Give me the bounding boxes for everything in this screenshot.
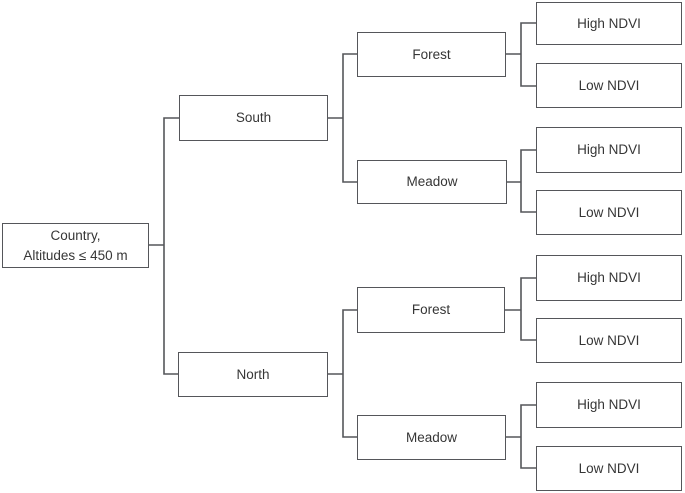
node-root: Country, Altitudes ≤ 450 m <box>2 223 149 268</box>
node-north-meadow-high-ndvi: High NDVI <box>536 382 682 428</box>
node-south-meadow-low-ndvi: Low NDVI <box>536 190 682 235</box>
node-south: South <box>179 95 328 141</box>
node-south-forest-high-ndvi: High NDVI <box>536 2 682 45</box>
node-north-forest: Forest <box>357 287 505 333</box>
node-north-meadow-low-ndvi: Low NDVI <box>536 446 682 491</box>
node-north-meadow: Meadow <box>357 415 506 460</box>
node-south-meadow-high-ndvi: High NDVI <box>536 127 682 173</box>
node-north: North <box>178 352 328 397</box>
node-root-label-line1: Country, <box>50 227 101 243</box>
node-root-label-line2: Altitudes ≤ 450 m <box>23 247 128 263</box>
node-north-forest-low-ndvi: Low NDVI <box>536 318 682 363</box>
node-south-forest-low-ndvi: Low NDVI <box>536 63 682 108</box>
node-south-forest: Forest <box>357 32 506 77</box>
node-south-meadow: Meadow <box>357 160 507 204</box>
node-north-forest-high-ndvi: High NDVI <box>536 255 682 301</box>
